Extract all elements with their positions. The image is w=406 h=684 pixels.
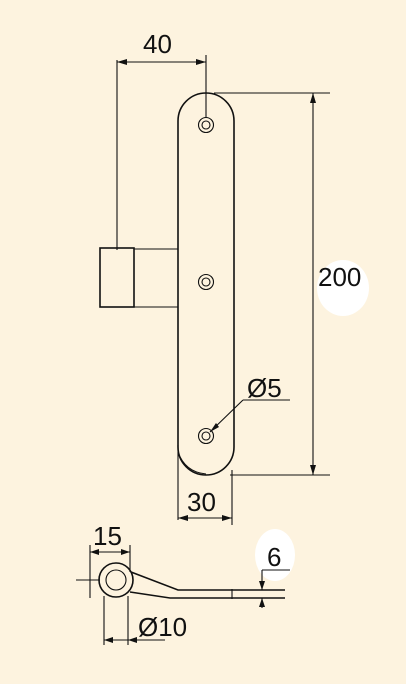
knuckle-inner xyxy=(105,569,127,591)
thickness-label: 6 xyxy=(267,542,281,572)
hinge-plate-outline xyxy=(177,92,235,476)
plate-bottom-curve xyxy=(177,451,207,475)
leaf-top-edge xyxy=(130,571,285,591)
hole-diameter-label: Ø5 xyxy=(247,373,282,403)
dimension-knuckle-diameter: Ø10 xyxy=(76,579,187,645)
side-view xyxy=(98,562,285,599)
middle-hole xyxy=(197,273,215,291)
top-width-label: 40 xyxy=(143,29,172,59)
bottom-hole xyxy=(197,427,215,445)
knuckle-outer xyxy=(98,562,134,598)
bottom-width-label: 30 xyxy=(187,487,216,517)
knuckle-width-label: 15 xyxy=(93,521,122,551)
knuckle-front xyxy=(99,247,135,308)
front-view xyxy=(99,92,235,520)
height-label-halo xyxy=(317,260,369,316)
thickness-label-halo xyxy=(255,529,295,581)
dimension-thickness: 6 xyxy=(255,529,295,608)
height-label: 200 xyxy=(318,262,361,292)
leaf-bottom-edge xyxy=(129,591,285,599)
dimension-hole-diameter: Ø5 xyxy=(209,373,290,433)
dimension-height: 200 xyxy=(214,92,369,476)
knuckle-diameter-label: Ø10 xyxy=(138,612,187,642)
top-hole xyxy=(197,116,215,134)
dimension-bottom-width: 30 xyxy=(178,470,233,525)
dimension-knuckle-width: 15 xyxy=(89,521,131,598)
dimension-top-width: 40 xyxy=(116,29,207,250)
